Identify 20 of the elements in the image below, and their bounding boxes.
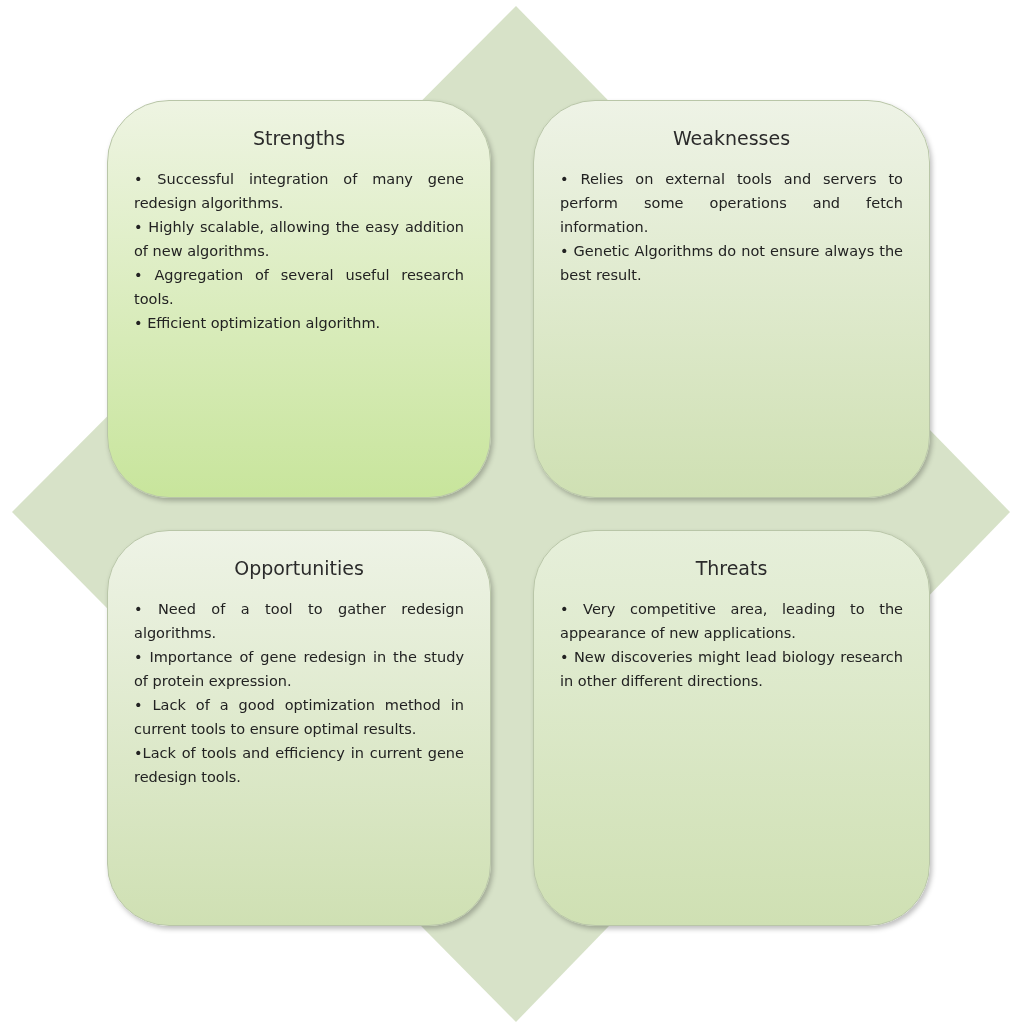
bullet-point: • Aggregation of several useful research tools. — [134, 266, 464, 309]
quadrant-card — [107, 530, 491, 926]
bullet-point: • Successful integration of many gene redesign algorithms. — [134, 170, 464, 213]
quadrant-heading: Threats — [694, 557, 769, 579]
quadrant-heading: Strengths — [251, 127, 347, 149]
bullet-point: • Importance of gene redesign in the study of protein expression. — [134, 648, 464, 691]
bullet-point: • New discoveries might lead biology research in other different directions. — [560, 648, 903, 691]
bullet-point: •Lack of tools and efficiency in current gene redesign tools. — [134, 744, 464, 787]
quadrant-card — [107, 100, 491, 498]
bullet-point: • Lack of a good optimization method in current tools to ensure optimal results. — [134, 696, 464, 739]
bullet-point: • Very competitive area, leading to the appearance of new applications. — [560, 600, 903, 643]
bullet-point: • Efficient optimization algorithm. — [134, 314, 382, 333]
bullet-point: • Highly scalable, allowing the easy addition of new algorithms. — [134, 218, 464, 261]
quadrant-card — [533, 530, 930, 926]
quadrant-heading: Weaknesses — [671, 127, 792, 149]
bullet-point: • Need of a tool to gather redesign algorithms. — [134, 600, 464, 643]
bullet-point: • Genetic Algorithms do not ensure always the best result. — [560, 242, 903, 285]
quadrant-heading: Opportunities — [233, 557, 365, 579]
quadrant-card — [533, 100, 930, 498]
bullet-point: • Relies on external tools and servers to perform some operations and fetch information. — [560, 170, 903, 237]
